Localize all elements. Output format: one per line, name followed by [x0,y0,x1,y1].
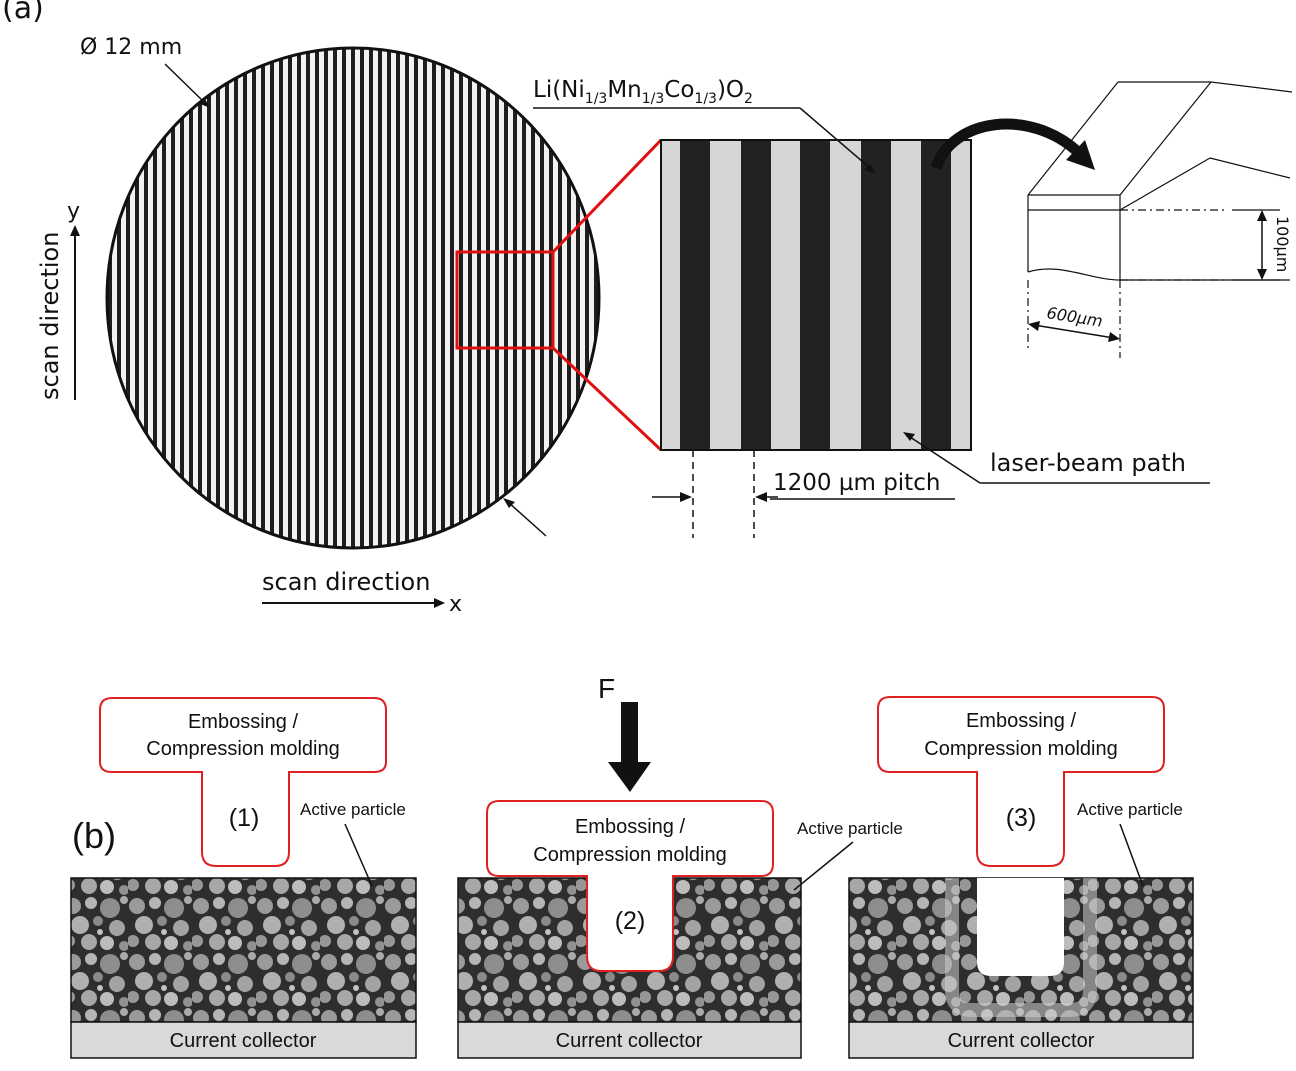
x-scan-direction-label: scan direction [262,568,430,596]
active-particle-leader [793,841,854,891]
panel-b-label: (b) [72,815,116,856]
magnified-stripes [660,139,972,451]
current-collector [70,1021,417,1059]
panel-a-label: (a) [2,0,44,26]
material-arrowhead [864,164,876,174]
embossing-tool [877,696,1165,867]
tool-label-line1: Embossing / [188,711,298,733]
groove [977,878,1064,976]
disc-edge-arrowhead [503,498,515,508]
current-collector-label: Current collector [556,1030,703,1052]
panel-b: (b) F Current collector Embossing / Comp… [70,673,1194,1059]
width-label: 600µm [1045,303,1104,331]
diameter-arrowhead [198,97,210,108]
force-label: F [598,673,615,704]
step-1: Current collector Embossing / Compressio… [70,697,417,1059]
panel-a: (a) Ø 12 mm y scan direction scan direct… [2,0,1293,617]
force-arrow: F [598,673,651,792]
active-particle-label: Active particle [1077,800,1183,819]
height-dimension: 100µm [1232,209,1292,281]
tool-label-line1: Embossing / [575,816,685,838]
pitch-dimension: 1200 µm pitch [652,450,955,538]
step-number: (1) [229,804,260,832]
disc-edge-leader [507,501,547,537]
tool-label-line2: Compression molding [924,738,1117,760]
curved-arrow [930,118,1095,170]
tool-label-line1: Embossing / [966,710,1076,732]
tool-label-line2: Compression molding [533,844,726,866]
material-formula-label: Li(Ni1/3Mn1/3Co1/3)O2 [533,77,753,107]
active-particle-leader [344,823,373,887]
pitch-label: 1200 µm pitch [773,470,940,496]
step-2: Current collector Embossing / Compressio… [457,800,903,1059]
current-collector-label: Current collector [170,1030,317,1052]
current-collector [457,1021,802,1059]
current-collector [848,1021,1194,1059]
electrode-disc [105,46,601,550]
material-leader [799,107,871,169]
x-axis-letter: x [449,592,462,617]
tool-label-line2: Compression molding [146,738,339,760]
step-number: (3) [1006,804,1037,832]
laser-arrowhead [903,432,915,441]
electrode-layer [70,877,417,1023]
active-particle-label: Active particle [797,819,903,838]
x-scan-axis: scan direction x [262,568,462,617]
laser-leader [909,436,981,484]
y-axis-letter: y [67,199,80,224]
diameter-leader [164,63,207,105]
active-particle-label: Active particle [300,800,406,819]
compressed-zone [945,878,1097,1017]
embossing-tool [486,800,774,972]
step-3: Current collector Embossing / Compressio… [848,696,1194,1059]
step-number: (2) [615,907,646,935]
diameter-label: Ø 12 mm [80,35,182,60]
laser-beam-path-label: laser-beam path [990,449,1186,477]
active-particle-leader [1119,823,1144,887]
embossing-tool [99,697,387,867]
y-scan-axis: y scan direction [36,199,80,400]
height-label: 100µm [1273,216,1292,272]
y-scan-direction-label: scan direction [36,232,64,400]
zoom-indicator [455,138,663,452]
groove-3d-sketch [1027,81,1293,358]
width-dimension: 600µm [1028,303,1120,342]
current-collector-label: Current collector [948,1030,1095,1052]
